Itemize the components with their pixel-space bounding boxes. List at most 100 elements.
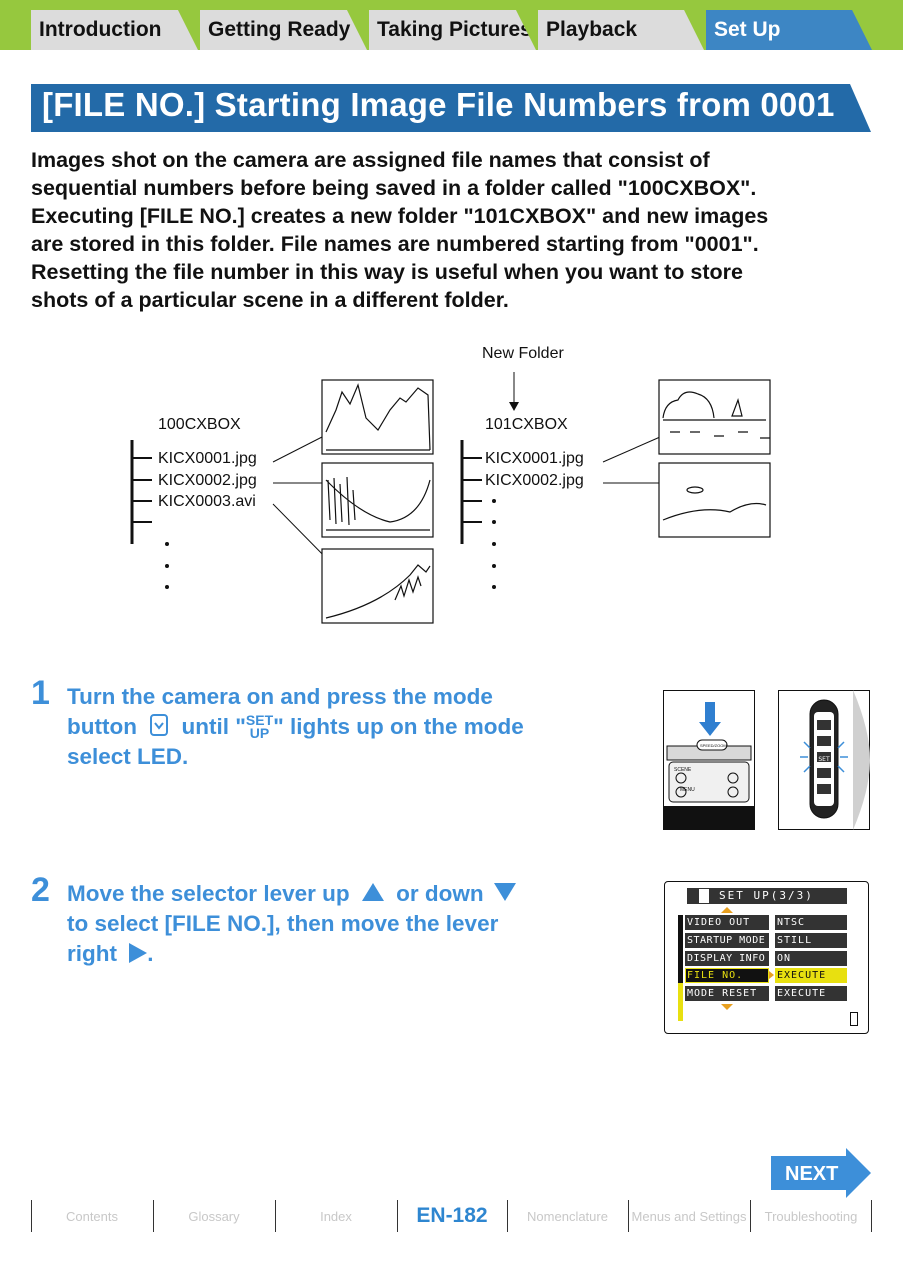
step-1-text: Turn the camera on and press the mode bu… xyxy=(67,682,627,772)
step-2-line: right . xyxy=(67,939,627,969)
lcd-row-value-text: EXECUTE xyxy=(777,988,827,999)
footer-troubleshooting-link[interactable]: Troubleshooting xyxy=(764,1208,858,1224)
set-label: SET xyxy=(245,712,274,728)
mode-led-illustration: SET xyxy=(778,690,870,830)
tab-introduction[interactable]: Introduction xyxy=(31,10,198,50)
step-2-text-part: Move the selector lever up xyxy=(67,881,350,906)
scroll-bar xyxy=(678,915,683,1021)
step-1-text-part: " lights up on the mode xyxy=(273,714,524,739)
intro-line: sequential numbers before being saved in… xyxy=(31,176,757,200)
folder-diagram xyxy=(130,372,771,624)
intro-line: are stored in this folder. File names ar… xyxy=(31,232,759,256)
down-arrow-icon xyxy=(493,883,516,901)
lcd-row-value xyxy=(775,933,847,948)
lcd-row-value xyxy=(775,986,847,1001)
page-number: EN-182 xyxy=(416,1204,488,1227)
power-label: SPEED/ZOOM xyxy=(700,743,727,748)
footer-nav: Contents Glossary Index EN-182 Nomenclat… xyxy=(0,1198,903,1234)
lcd-row-label xyxy=(685,951,769,966)
step-2-line: to select [FILE NO.], then move the leve… xyxy=(67,911,499,936)
footer-divider xyxy=(628,1200,629,1232)
intro-line: Images shot on the camera are assigned f… xyxy=(31,148,710,172)
tab-getting-ready[interactable]: Getting Ready xyxy=(200,10,367,50)
intro-line: Resetting the file number in this way is… xyxy=(31,260,743,284)
step-2-text-part: . xyxy=(147,941,154,966)
tab-playback[interactable]: Playback xyxy=(538,10,704,50)
lcd-row-label xyxy=(685,933,769,948)
step-1-line: select LED. xyxy=(67,744,189,769)
page-title-bar xyxy=(31,84,871,132)
right-arrow-icon xyxy=(129,943,148,963)
lcd-menu-screen: SET UP(3/3) VIDEO OUT NTSC STARTUP MODE … xyxy=(664,881,869,1034)
step-2-number: 2 xyxy=(31,871,50,909)
intro-line: Executing [FILE NO.] creates a new folde… xyxy=(31,204,769,228)
step-2-text-part: or down xyxy=(396,881,484,906)
intro-line: shots of a particular scene in a differe… xyxy=(31,288,509,312)
wrench-icon xyxy=(699,889,709,903)
new-folder-file: KICX0001.jpg xyxy=(485,450,584,467)
lcd-select-arrow-icon xyxy=(769,971,774,979)
lcd-row-value xyxy=(775,951,847,966)
footer-index-link[interactable]: Index xyxy=(320,1208,352,1224)
footer-divider xyxy=(871,1200,872,1232)
lcd-row-label-text: FILE NO. xyxy=(687,970,744,981)
step-2-line: Move the selector lever up or down xyxy=(67,879,627,909)
old-folder-file: KICX0002.jpg xyxy=(158,472,257,489)
tab-taking-pictures[interactable]: Taking Pictures xyxy=(369,10,536,50)
up-arrow-icon xyxy=(361,883,384,901)
footer-divider xyxy=(275,1200,276,1232)
step-2-text: Move the selector lever up or down to se… xyxy=(67,879,627,969)
old-folder-file: KICX0003.avi xyxy=(158,493,256,510)
footer-nomenclature-link[interactable]: Nomenclature xyxy=(527,1208,608,1224)
step-1-line: Turn the camera on and press the mode xyxy=(67,684,493,709)
old-folder-file: KICX0001.jpg xyxy=(158,450,257,467)
scene-label: SCENE xyxy=(674,767,692,773)
lcd-down-caret-icon xyxy=(721,1004,733,1010)
page-title: [FILE NO.] Starting Image File Numbers f… xyxy=(42,86,835,123)
lcd-row-label-text: DISPLAY INFO xyxy=(687,953,766,964)
step-1-text-part: button xyxy=(67,714,137,739)
lcd-row-value-selected xyxy=(775,968,847,983)
step-2-text-part: right xyxy=(67,941,117,966)
tab-set-up[interactable]: Set Up xyxy=(706,10,872,50)
lcd-header xyxy=(687,888,847,904)
next-button-label[interactable]: NEXT xyxy=(785,1163,839,1185)
next-button[interactable] xyxy=(771,1148,871,1198)
lcd-row-label-text: VIDEO OUT xyxy=(687,917,751,928)
footer-contents-link[interactable]: Contents xyxy=(65,1208,119,1224)
lcd-row-value-text: NTSC xyxy=(777,917,806,928)
footer-menus-settings-link[interactable]: Menus and Settings xyxy=(631,1208,747,1224)
lcd-row-label-text: MODE RESET xyxy=(687,988,758,999)
new-folder-name: 101CXBOX xyxy=(485,416,568,433)
lcd-row-value-text: STILL xyxy=(777,935,813,946)
lcd-row-value-text: EXECUTE xyxy=(777,970,827,981)
intro-paragraph: Images shot on the camera are assigned f… xyxy=(31,146,871,314)
lcd-row-label-selected xyxy=(685,968,769,983)
footer-divider xyxy=(153,1200,154,1232)
step-1-text-part: until " xyxy=(181,714,246,739)
lcd-row-value xyxy=(775,915,847,930)
footer-divider xyxy=(31,1200,32,1232)
up-label: UP xyxy=(249,725,270,741)
lcd-row-value-text: ON xyxy=(777,953,792,964)
old-folder-name: 100CXBOX xyxy=(158,416,241,433)
lcd-row-label xyxy=(685,915,769,930)
footer-divider xyxy=(507,1200,508,1232)
footer-glossary-link[interactable]: Glossary xyxy=(188,1208,240,1224)
new-folder-label: New Folder xyxy=(482,345,564,362)
scroll-thumb xyxy=(678,983,683,1021)
lcd-row-label xyxy=(685,986,769,1001)
battery-icon xyxy=(850,1012,858,1026)
lcd-header-title: SET UP(3/3) xyxy=(719,889,814,902)
lcd-up-caret-icon xyxy=(721,907,733,913)
mode-button-icon xyxy=(150,714,169,736)
footer-divider xyxy=(397,1200,398,1232)
svg-text:SET: SET xyxy=(818,756,830,763)
lcd-row-label-text: STARTUP MODE xyxy=(687,935,766,946)
camera-mode-button-illustration xyxy=(663,690,755,830)
new-folder-file: KICX0002.jpg xyxy=(485,472,584,489)
step-1-number: 1 xyxy=(31,674,50,712)
footer-divider xyxy=(750,1200,751,1232)
